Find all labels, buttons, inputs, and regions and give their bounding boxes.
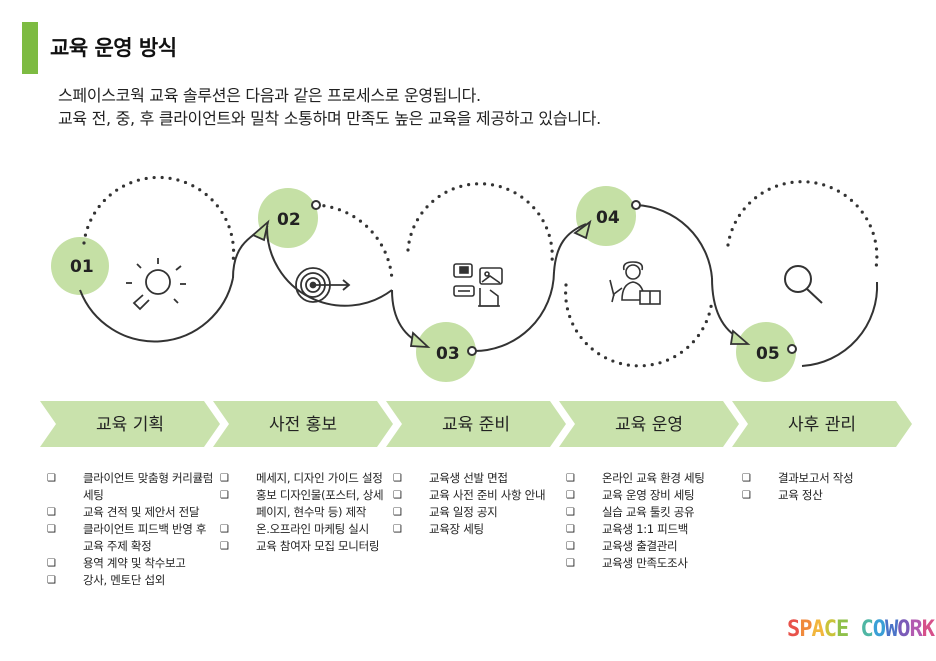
step-circle-04 [576, 186, 636, 246]
step-number-02: 02 [277, 210, 301, 230]
arrow-head-3 [573, 219, 592, 240]
connector-2-3 [391, 289, 426, 346]
task-item: 온라인 교육 환경 세팅 [566, 470, 736, 487]
task-item: 교육 참여자 모집 모니터링 [220, 538, 390, 555]
page-title: 교육 운영 방식 [50, 36, 177, 60]
dot-04 [631, 200, 641, 210]
task-item: 교육 사전 준비 사항 안내 [393, 487, 565, 504]
target-icon [295, 267, 351, 303]
arrow-head-2 [409, 331, 431, 349]
title-accent-bar [22, 22, 38, 74]
stage-4-tasks: 온라인 교육 환경 세팅 교육 운영 장비 세팅 실습 교육 툴킷 공유 교육생… [566, 470, 736, 572]
dot-05 [787, 344, 797, 354]
connector-4-5 [711, 277, 743, 341]
task-item: 교육생 만족도조사 [566, 555, 736, 572]
task-item: 교육생 출결관리 [566, 538, 736, 555]
task-item: 교육장 세팅 [393, 521, 565, 538]
space-cowork-logo: SPACE COWORK [787, 617, 935, 642]
task-item: 클라이언트 맞춤형 커리큘럼 세팅 [47, 470, 217, 504]
connector-3-4 [553, 223, 587, 273]
step-number-01: 01 [70, 257, 94, 277]
stage-label-1: 교육 기획 [96, 415, 164, 435]
ring-1-dotted [82, 175, 236, 264]
stage-label-4: 교육 운영 [615, 415, 683, 435]
chevron-stage-1 [40, 401, 220, 447]
lightbulb-icon [126, 258, 186, 311]
ring-5-dotted [726, 180, 879, 270]
task-item: 교육 일정 공지 [393, 504, 565, 521]
dot-02 [311, 200, 321, 210]
task-item: 교육 정산 [742, 487, 912, 504]
task-item: 교육 견적 및 제안서 전달 [47, 504, 217, 521]
ring-5-solid [801, 281, 879, 367]
chevron-stage-3 [386, 401, 566, 447]
step-number-03: 03 [436, 344, 460, 364]
task-item: 교육 운영 장비 세팅 [566, 487, 736, 504]
arrow-head-1 [251, 219, 270, 242]
step-circle-03 [416, 322, 476, 382]
task-item: 메세지, 디자인 가이드 설정 [220, 470, 390, 487]
presentation-icon [453, 263, 503, 307]
task-item: 용역 계약 및 착수보고 [47, 555, 217, 572]
ring-3-dotted [406, 182, 554, 264]
intro-line-2: 교육 전, 중, 후 클라이언트와 밀착 소통하며 만족도 높은 교육을 제공하… [58, 109, 601, 128]
stage-chevrons: 교육 기획 사전 홍보 교육 준비 교육 운영 사후 관리 [40, 401, 912, 447]
step-number-04: 04 [596, 208, 620, 228]
task-item: 강사, 멘토단 섭외 [47, 572, 217, 589]
process-flow-diagram: 01 02 03 04 05 [40, 175, 912, 447]
task-item: 실습 교육 툴킷 공유 [566, 504, 736, 521]
arrow-head-4 [729, 329, 751, 345]
search-icon [784, 265, 823, 304]
step-circle-02 [258, 188, 318, 248]
ring-1-solid [79, 277, 234, 343]
task-item: 홍보 디자인물(포스터, 상세페이지, 현수막 등) 제작 [220, 487, 390, 521]
step-number-05: 05 [756, 344, 780, 364]
ring-3-solid [471, 271, 555, 353]
task-item: 교육생 1:1 피드백 [566, 521, 736, 538]
chevron-stage-4 [559, 401, 739, 447]
step-circle-01 [51, 237, 109, 295]
ring-2-dotted [314, 203, 394, 282]
stage-label-5: 사후 관리 [788, 415, 856, 435]
stage-1-tasks: 클라이언트 맞춤형 커리큘럼 세팅 교육 견적 및 제안서 전달 클라이언트 피… [47, 470, 217, 589]
chevron-stage-5 [732, 401, 912, 447]
intro-text: 스페이스코웍 교육 솔루션은 다음과 같은 프로세스로 운영됩니다. 교육 전,… [58, 84, 601, 130]
task-item: 결과보고서 작성 [742, 470, 912, 487]
teacher-icon [609, 261, 661, 305]
task-item: 교육생 선발 면접 [393, 470, 565, 487]
dot-03 [467, 346, 477, 356]
stage-3-tasks: 교육생 선발 면접 교육 사전 준비 사항 안내 교육 일정 공지 교육장 세팅 [393, 470, 565, 538]
ring-4-dotted [564, 283, 714, 368]
stage-2-tasks: 메세지, 디자인 가이드 설정 홍보 디자인물(포스터, 상세페이지, 현수막 … [220, 470, 390, 555]
task-item: 온.오프라인 마케팅 실시 [220, 521, 390, 538]
stage-label-3: 교육 준비 [442, 415, 510, 435]
ring-4-solid-top [635, 204, 713, 279]
step-circle-05 [736, 322, 796, 382]
chevron-stage-2 [213, 401, 393, 447]
task-item: 클라이언트 피드백 반영 후 교육 주제 확정 [47, 521, 217, 555]
stage-5-tasks: 결과보고서 작성 교육 정산 [742, 470, 912, 504]
stage-label-2: 사전 홍보 [269, 415, 337, 435]
intro-line-1: 스페이스코웍 교육 솔루션은 다음과 같은 프로세스로 운영됩니다. [58, 86, 481, 105]
